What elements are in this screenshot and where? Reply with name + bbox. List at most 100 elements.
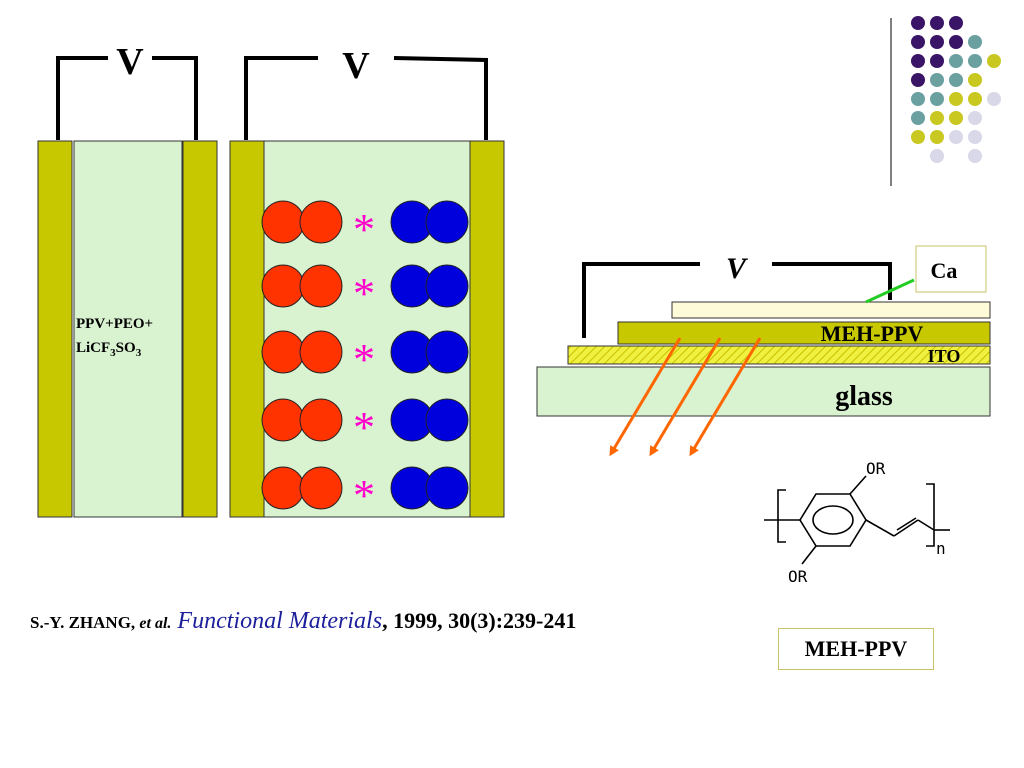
decorative-dot bbox=[930, 73, 944, 87]
citation-reference: , 1999, 30(3):239-241 bbox=[382, 608, 577, 633]
substituent-top-label: OR bbox=[866, 459, 886, 478]
cell-right-electrolyte bbox=[263, 140, 471, 518]
cation-circle bbox=[299, 330, 343, 374]
anion-circle bbox=[425, 398, 469, 442]
decorative-dot bbox=[968, 149, 982, 163]
cell-left-electrolyte bbox=[73, 140, 183, 518]
decorative-dot bbox=[968, 35, 982, 49]
cell-left-composition-line1: PPV+PEO+ bbox=[76, 316, 153, 332]
repeat-bracket-left bbox=[777, 489, 786, 543]
device-cathode-layer bbox=[671, 301, 991, 319]
device-substrate-label: glass bbox=[835, 381, 893, 412]
ion-row: * bbox=[261, 466, 469, 520]
decorative-dot bbox=[911, 111, 925, 125]
exciton-star: * bbox=[353, 403, 375, 452]
exciton-star: * bbox=[353, 335, 375, 384]
decorative-dot bbox=[949, 130, 963, 144]
decorative-dot bbox=[930, 92, 944, 106]
cell-left-electrode-left bbox=[37, 140, 73, 518]
benzene-ring-inner bbox=[812, 505, 854, 535]
cation-circle bbox=[299, 200, 343, 244]
ion-row: * bbox=[261, 330, 469, 384]
exciton-star: * bbox=[353, 205, 375, 254]
cell-right: V * * * * * bbox=[229, 45, 505, 520]
device-voltage-label: V bbox=[726, 252, 749, 285]
ion-row: * bbox=[261, 398, 469, 452]
decorative-dot-grid bbox=[911, 16, 1001, 163]
decorative-dot bbox=[911, 35, 925, 49]
cell-right-electrode-right bbox=[469, 140, 505, 518]
cell-left-voltage-label: V bbox=[116, 41, 144, 83]
decorative-dot bbox=[911, 16, 925, 30]
decorative-dot bbox=[949, 73, 963, 87]
device-substrate-layer bbox=[536, 366, 991, 417]
decorative-dot bbox=[987, 54, 1001, 68]
decorative-dot bbox=[930, 111, 944, 125]
anion-circle bbox=[425, 466, 469, 510]
citation-etal: et al. bbox=[139, 615, 172, 632]
decorative-dot bbox=[911, 54, 925, 68]
benzene-ring bbox=[799, 493, 867, 547]
citation-journal: Functional Materials bbox=[171, 608, 383, 634]
decorative-dot bbox=[930, 149, 944, 163]
device-emitter-label: MEH-PPV bbox=[821, 321, 924, 346]
ion-row: * bbox=[261, 264, 469, 318]
decorative-dot bbox=[968, 92, 982, 106]
vinylene-bond-3 bbox=[917, 519, 935, 531]
anion-circle bbox=[425, 264, 469, 308]
vinylene-double-bond bbox=[896, 517, 917, 531]
ion-rows: * * * * * bbox=[261, 200, 469, 520]
cell-right-electrode-left bbox=[229, 140, 265, 518]
device-cathode-label: Ca bbox=[931, 258, 958, 283]
decorative-dot bbox=[949, 35, 963, 49]
citation-author: S.-Y. ZHANG, bbox=[30, 613, 140, 632]
cation-circle bbox=[261, 200, 305, 244]
decorative-dot bbox=[911, 73, 925, 87]
cell-left-wire bbox=[56, 56, 198, 140]
device-anode-label: ITO bbox=[928, 346, 961, 366]
vinylene-bond-2 bbox=[893, 519, 919, 537]
anion-circle bbox=[425, 200, 469, 244]
device-wire bbox=[582, 262, 892, 338]
decorative-dot bbox=[968, 73, 982, 87]
citation: S.-Y. ZHANG, et al. Functional Materials… bbox=[30, 608, 576, 635]
cation-circle bbox=[299, 398, 343, 442]
cation-circle bbox=[299, 466, 343, 510]
cation-circle bbox=[261, 398, 305, 442]
substituent-bond-top bbox=[849, 475, 867, 495]
emission-arrow bbox=[689, 337, 762, 457]
cation-circle bbox=[261, 330, 305, 374]
exciton-star: * bbox=[353, 471, 375, 520]
substituent-bond-bottom bbox=[801, 545, 817, 565]
decorative-dot bbox=[949, 16, 963, 30]
cell-left: V PPV+PEO+ LiCF3SO3 bbox=[37, 41, 218, 518]
decorative-dot bbox=[968, 111, 982, 125]
emission-arrow bbox=[609, 337, 682, 457]
cell-right-voltage-label: V bbox=[342, 45, 370, 87]
cell-left-electrode-right bbox=[182, 140, 218, 518]
cation-circle bbox=[299, 264, 343, 308]
decorative-dot bbox=[930, 35, 944, 49]
decorative-dot bbox=[968, 54, 982, 68]
decorative-dot bbox=[930, 54, 944, 68]
decorative-dot bbox=[930, 16, 944, 30]
decorative-dot bbox=[949, 111, 963, 125]
anion-circle bbox=[425, 330, 469, 374]
decorative-dot bbox=[911, 130, 925, 144]
meh-ppv-structure bbox=[764, 475, 950, 565]
cell-left-composition-line2: LiCF3SO3 bbox=[76, 340, 142, 359]
decorative-dot bbox=[968, 130, 982, 144]
exciton-star: * bbox=[353, 269, 375, 318]
emission-arrow bbox=[649, 337, 722, 457]
device-cathode-callout-box bbox=[915, 245, 987, 293]
cell-right-wire bbox=[244, 56, 488, 140]
device-cathode-leader-line bbox=[865, 278, 915, 304]
decorative-dot bbox=[949, 54, 963, 68]
device-emitter-layer bbox=[617, 321, 991, 345]
cation-circle bbox=[261, 264, 305, 308]
decorative-dot bbox=[930, 130, 944, 144]
decorative-dot bbox=[949, 92, 963, 106]
decorative-dot bbox=[911, 92, 925, 106]
repeat-bracket-right bbox=[926, 483, 935, 547]
